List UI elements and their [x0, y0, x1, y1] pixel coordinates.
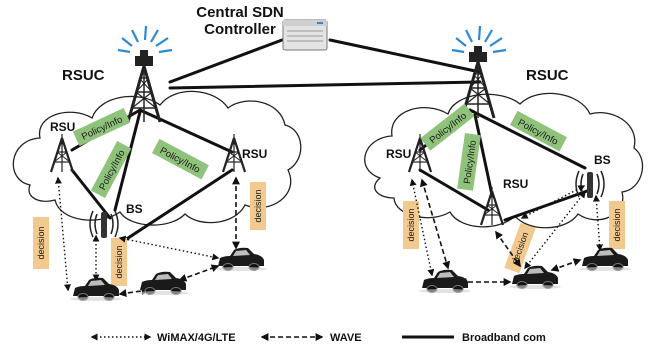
controller-label-line2: Controller: [204, 21, 276, 38]
left-decision-tag-2: decision: [111, 238, 127, 286]
svg-text:decision: decision: [406, 208, 416, 241]
left-car-3-icon: [214, 247, 268, 272]
controller-label-line1: Central SDN: [196, 4, 284, 21]
legend-wave: WAVE: [260, 332, 362, 344]
legend-wimax-label: WiMAX/4G/LTE: [157, 332, 236, 344]
right-car-3-icon: [578, 247, 632, 272]
left-decision-tag-1: decision: [33, 217, 49, 269]
right-decision-tag-1: decision: [403, 201, 419, 249]
right-rsu-mid-label: RSU: [503, 177, 528, 191]
left-rsu-right-label: RSU: [242, 147, 267, 161]
left-decision-tag-3: decision: [250, 182, 266, 230]
right-rsuc-label: RSUC: [526, 67, 569, 84]
svg-text:decision: decision: [114, 245, 124, 278]
right-decision-tag-3: decision: [609, 201, 625, 249]
right-rsu-left-label: RSU: [386, 147, 411, 161]
left-car-2-icon: [136, 271, 190, 296]
svg-text:decision: decision: [612, 208, 622, 241]
svg-text:decision: decision: [36, 226, 46, 259]
left-bs-label: BS: [126, 202, 143, 216]
left-rsu-left-label: RSU: [50, 120, 75, 134]
wave-links: [118, 176, 582, 298]
right-car-1-icon: [418, 269, 472, 294]
legend-broadband: Broadband com: [402, 332, 546, 344]
right-policy-tag-2: Policy/Info: [457, 133, 481, 191]
right-bs-label: BS: [594, 153, 611, 167]
left-cloud: [12, 90, 302, 226]
legend: WiMAX/4G/LTE WAVE Broadband com: [90, 332, 546, 344]
left-rsuc-label: RSUC: [62, 67, 105, 84]
legend-broadband-label: Broadband com: [462, 332, 546, 344]
svg-text:decision: decision: [253, 189, 263, 222]
legend-wimax: WiMAX/4G/LTE: [90, 332, 236, 344]
server-icon: [282, 19, 328, 51]
legend-wave-label: WAVE: [330, 332, 362, 344]
left-rsuc-burst: [116, 24, 174, 54]
